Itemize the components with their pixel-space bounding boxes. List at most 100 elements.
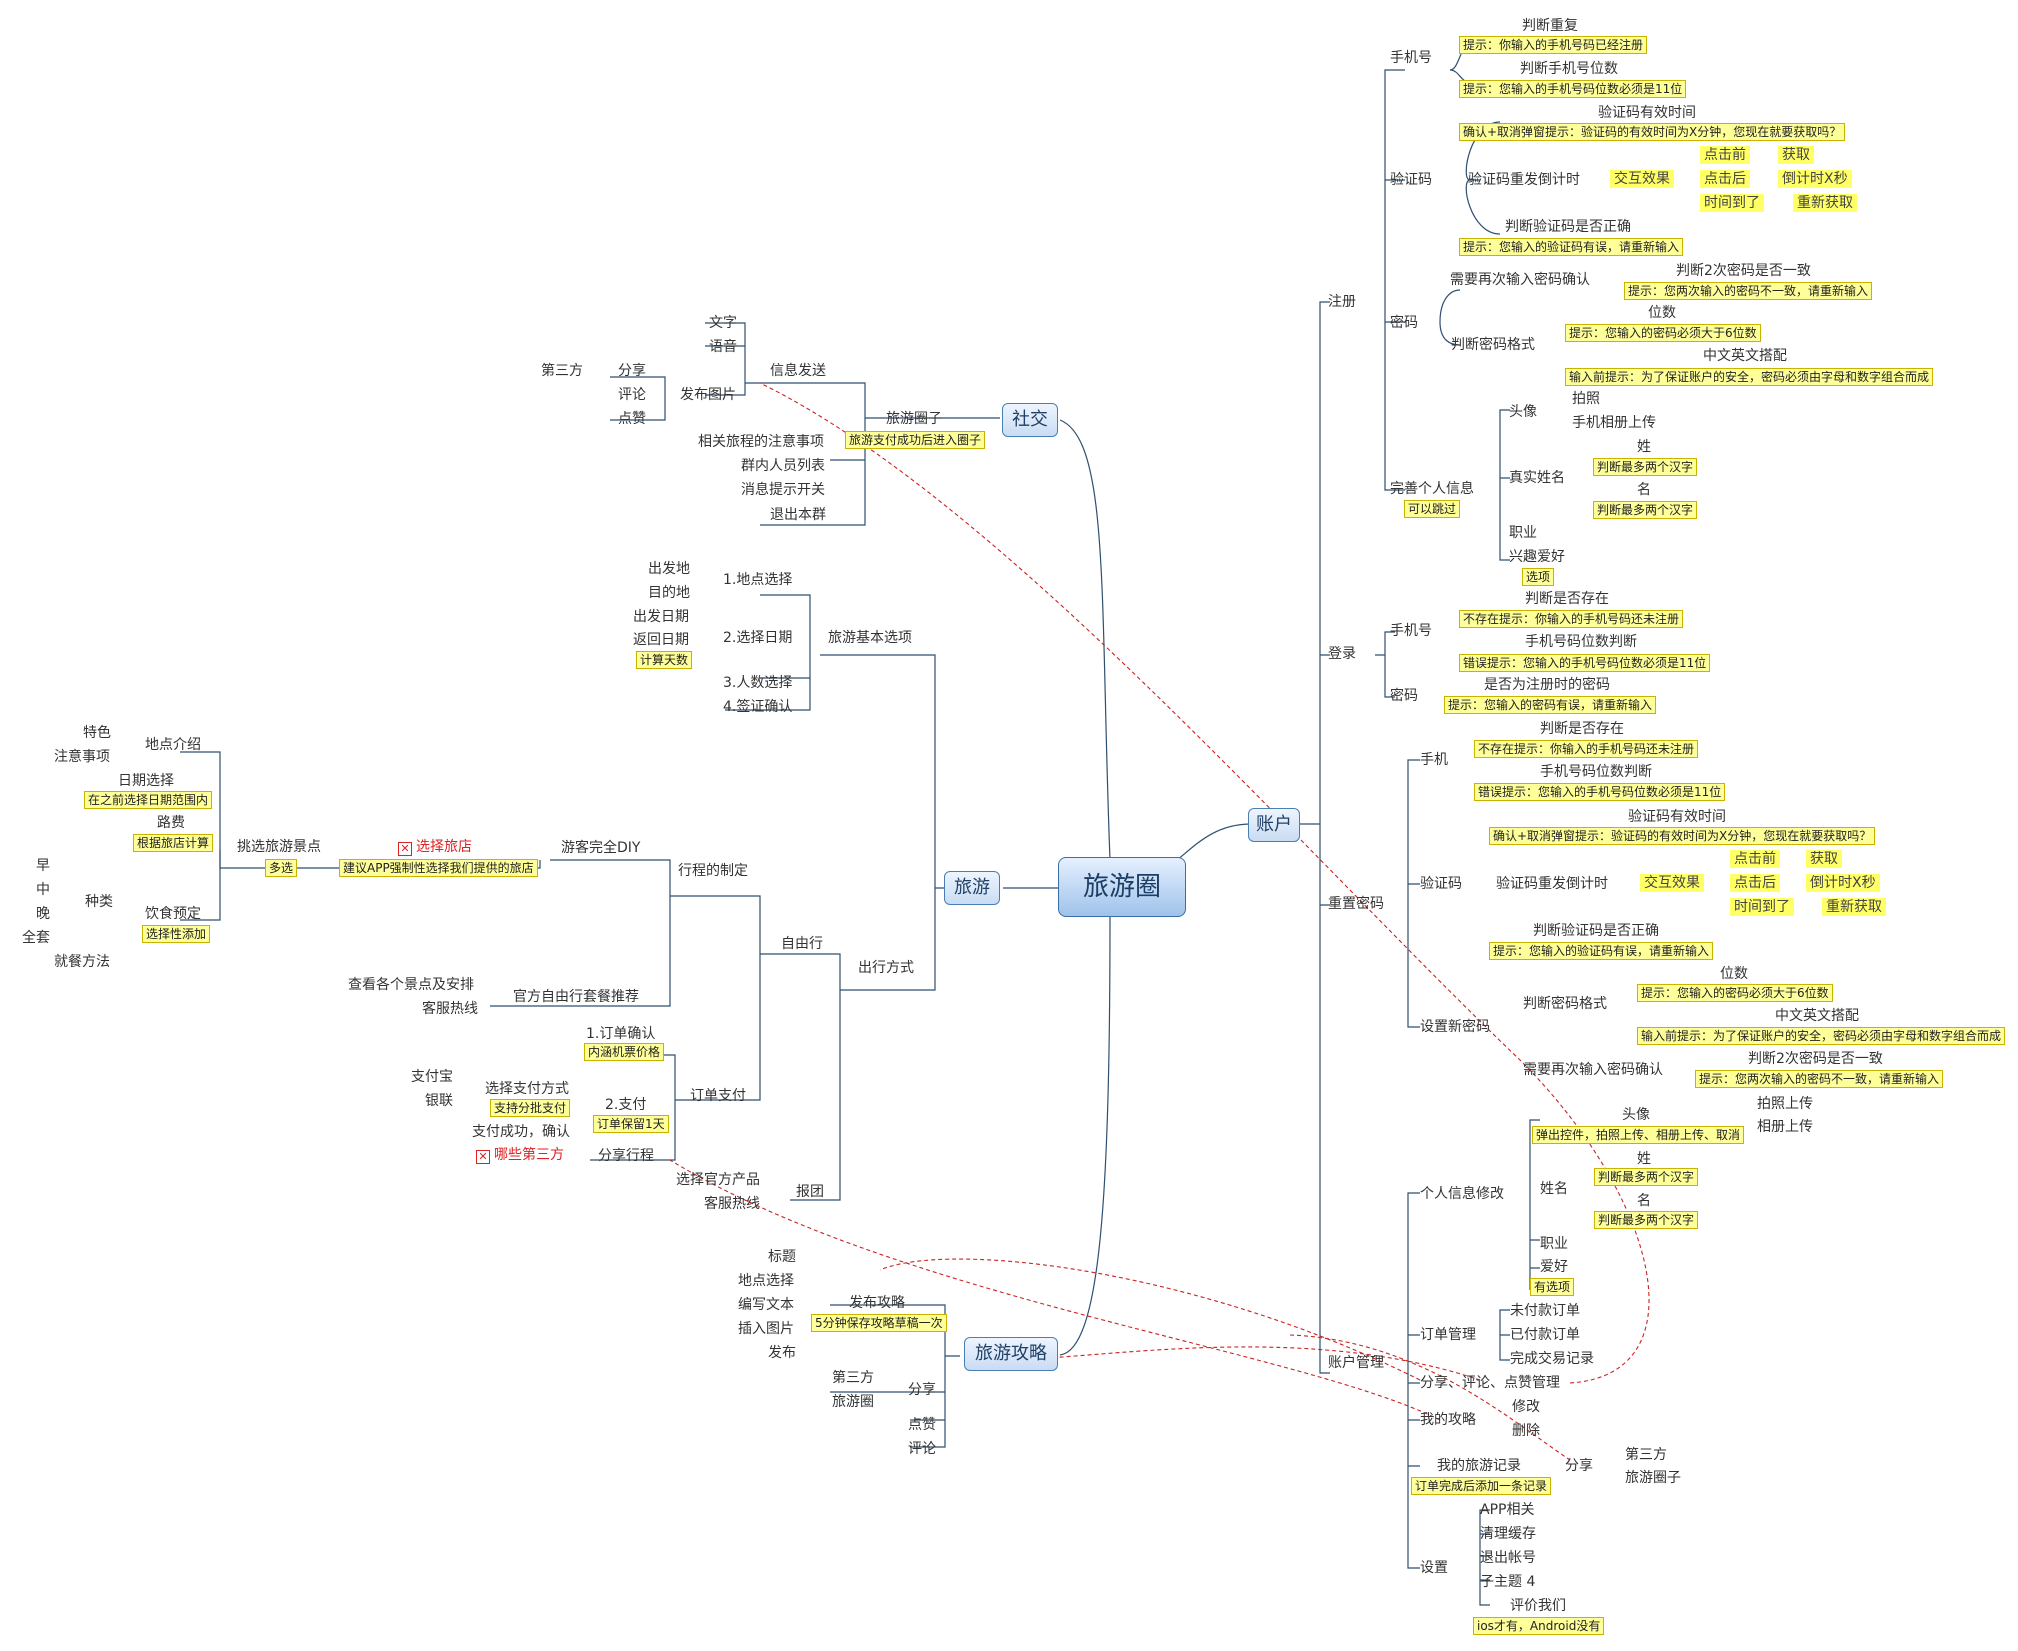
travel-place[interactable]: 1.地点选择 [723, 572, 793, 588]
manage-edit[interactable]: 修改 [1512, 1399, 1540, 1415]
social-share[interactable]: 分享 [618, 363, 646, 379]
social-members[interactable]: 群内人员列表 [741, 458, 825, 474]
login-password[interactable]: 密码 [1390, 688, 1418, 704]
travel-self[interactable]: 自由行 [781, 936, 823, 952]
reset-effect[interactable]: 交互效果 [1640, 874, 1704, 892]
register-realname[interactable]: 真实姓名 [1509, 470, 1565, 486]
travel-method[interactable]: 选择支付方式 [485, 1081, 569, 1097]
travel-spots[interactable]: 挑选旅游景点 [237, 839, 321, 855]
travel-kind[interactable]: 种类 [85, 894, 113, 910]
travel-intro[interactable]: 地点介绍 [145, 737, 201, 753]
login-pwd-check[interactable]: 是否为注册时的密码 [1484, 677, 1610, 693]
register-digits[interactable]: 位数 [1648, 305, 1676, 321]
travel-hotline2[interactable]: 客服热线 [704, 1196, 760, 1212]
travel-success[interactable]: 支付成功，确认 [472, 1124, 570, 1140]
reset-confirm-pwd[interactable]: 需要再次输入密码确认 [1523, 1062, 1663, 1078]
social-voice[interactable]: 语音 [709, 339, 737, 355]
social-circle[interactable]: 旅游圈子 [886, 411, 942, 427]
reset-before[interactable]: 点击前 [1730, 850, 1780, 868]
register-countdown[interactable]: 倒计时X秒 [1778, 170, 1852, 188]
manage-unpaid[interactable]: 未付款订单 [1510, 1303, 1580, 1319]
travel-official-prod[interactable]: 选择官方产品 [676, 1172, 760, 1188]
travel-visa[interactable]: 4.签证确认 [723, 699, 793, 715]
manage-third[interactable]: 第三方 [1625, 1447, 1667, 1463]
reset-phone[interactable]: 手机 [1420, 752, 1448, 768]
reset-code[interactable]: 验证码 [1420, 876, 1462, 892]
manage-rate[interactable]: 评价我们 [1510, 1598, 1566, 1614]
guide-text[interactable]: 编写文本 [738, 1297, 794, 1313]
register-avatar[interactable]: 头像 [1509, 404, 1537, 420]
login-phone[interactable]: 手机号 [1390, 623, 1432, 639]
register-password[interactable]: 密码 [1390, 315, 1418, 331]
register-surname[interactable]: 姓 [1637, 439, 1651, 455]
reset-code-valid[interactable]: 验证码有效时间 [1628, 809, 1726, 825]
register-node[interactable]: 注册 [1328, 294, 1356, 310]
register-album[interactable]: 手机相册上传 [1572, 415, 1656, 431]
register-resend[interactable]: 验证码重发倒计时 [1468, 172, 1580, 188]
travel-group[interactable]: 报团 [796, 1184, 824, 1200]
manage-album-upload[interactable]: 相册上传 [1757, 1119, 1813, 1135]
guide-post[interactable]: 发布 [768, 1345, 796, 1361]
travel-view-all[interactable]: 查看各个景点及安排 [348, 977, 474, 993]
guide-place[interactable]: 地点选择 [738, 1273, 794, 1289]
reset-after[interactable]: 点击后 [1730, 874, 1780, 892]
register-digits-check[interactable]: 判断手机号位数 [1520, 61, 1618, 77]
reset-format-check[interactable]: 判断密码格式 [1523, 996, 1607, 1012]
travel-official[interactable]: 官方自由行套餐推荐 [513, 989, 639, 1005]
register-job[interactable]: 职业 [1509, 525, 1537, 541]
reset-time-up[interactable]: 时间到了 [1730, 898, 1794, 916]
manage-my-guides[interactable]: 我的攻略 [1420, 1412, 1476, 1428]
travel-breakfast[interactable]: 早 [36, 858, 50, 874]
social-third[interactable]: 第三方 [541, 363, 583, 379]
manage-given[interactable]: 名 [1637, 1193, 1651, 1209]
travel-date[interactable]: 2.选择日期 [723, 630, 793, 646]
manage-share-mgmt[interactable]: 分享、评论、点赞管理 [1420, 1375, 1560, 1391]
travel-lunch[interactable]: 中 [36, 882, 50, 898]
manage-job[interactable]: 职业 [1540, 1236, 1568, 1252]
travel-hotline[interactable]: 客服热线 [422, 1001, 478, 1017]
travel-plan[interactable]: 行程的制定 [678, 863, 748, 879]
social-like[interactable]: 点赞 [618, 411, 646, 427]
topic-guide[interactable]: 旅游攻略 [964, 1337, 1058, 1371]
register-profile[interactable]: 完善个人信息 [1390, 481, 1474, 497]
social-send[interactable]: 信息发送 [770, 363, 826, 379]
register-given[interactable]: 名 [1637, 482, 1651, 498]
social-quit[interactable]: 退出本群 [770, 507, 826, 523]
manage-avatar[interactable]: 头像 [1622, 1107, 1650, 1123]
travel-alipay[interactable]: 支付宝 [411, 1069, 453, 1085]
register-code-valid[interactable]: 验证码有效时间 [1598, 105, 1696, 121]
travel-dinner[interactable]: 晚 [36, 906, 50, 922]
manage-done[interactable]: 完成交易记录 [1510, 1351, 1594, 1367]
reset-digits-len[interactable]: 位数 [1720, 966, 1748, 982]
guide-share[interactable]: 分享 [908, 1382, 936, 1398]
register-dup-check[interactable]: 判断重复 [1522, 18, 1578, 34]
travel-attention[interactable]: 注意事项 [54, 749, 110, 765]
social-post-pic[interactable]: 发布图片 [680, 387, 736, 403]
travel-all[interactable]: 全套 [22, 930, 50, 946]
register-time-up[interactable]: 时间到了 [1700, 194, 1764, 212]
travel-meal[interactable]: 饮食预定 [145, 906, 201, 922]
guide-like[interactable]: 点赞 [908, 1417, 936, 1433]
social-notes[interactable]: 相关旅程的注意事项 [698, 434, 824, 450]
register-phone[interactable]: 手机号 [1390, 50, 1432, 66]
manage-settings[interactable]: 设置 [1420, 1560, 1448, 1576]
manage-delete[interactable]: 删除 [1512, 1423, 1540, 1439]
manage-app[interactable]: APP相关 [1480, 1502, 1535, 1518]
manage-records[interactable]: 我的旅游记录 [1437, 1458, 1521, 1474]
register-photo[interactable]: 拍照 [1572, 391, 1600, 407]
register-code-check[interactable]: 判断验证码是否正确 [1505, 219, 1631, 235]
travel-date-pick[interactable]: 日期选择 [118, 773, 174, 789]
travel-return[interactable]: 返回日期 [633, 632, 689, 648]
register-mix[interactable]: 中文英文搭配 [1703, 348, 1787, 364]
manage-hobby[interactable]: 爱好 [1540, 1259, 1568, 1275]
register-format-check[interactable]: 判断密码格式 [1451, 337, 1535, 353]
manage-logout[interactable]: 退出帐号 [1480, 1550, 1536, 1566]
guide-image[interactable]: 插入图片 [738, 1321, 794, 1337]
guide-comment[interactable]: 评论 [908, 1441, 936, 1457]
manage-paid[interactable]: 已付款订单 [1510, 1327, 1580, 1343]
travel-which-third[interactable]: ✕哪些第三方 [476, 1146, 564, 1164]
topic-travel[interactable]: 旅游 [944, 871, 1000, 905]
reset-code-check[interactable]: 判断验证码是否正确 [1533, 923, 1659, 939]
register-same-check[interactable]: 判断2次密码是否一致 [1676, 263, 1811, 279]
register-before[interactable]: 点击前 [1700, 146, 1750, 164]
